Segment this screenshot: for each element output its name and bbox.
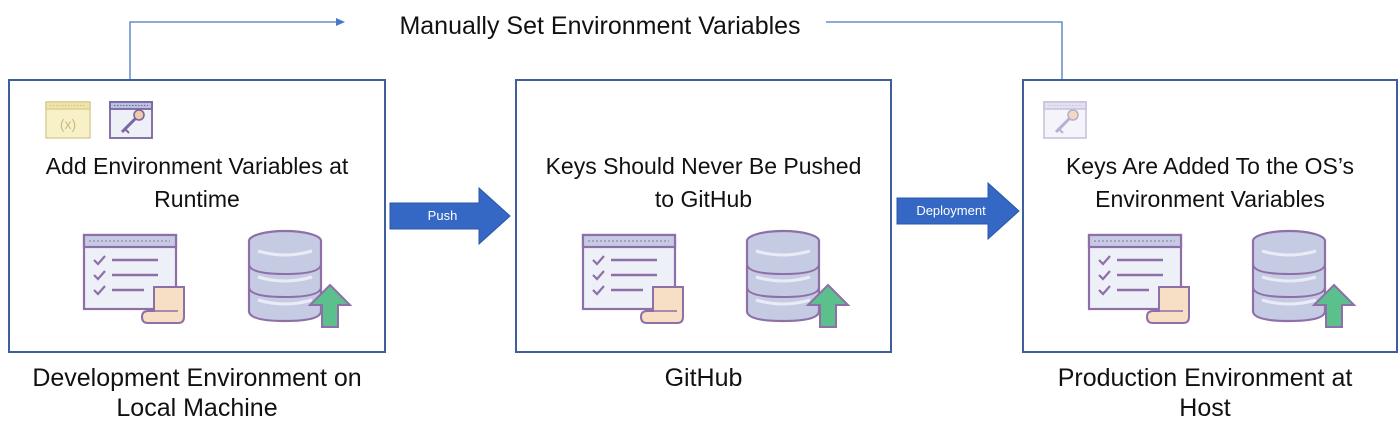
- panel-text-line-2: Environment Variables: [1095, 186, 1325, 212]
- panel-development: (x) Add Environment Variables at Runtime: [8, 79, 386, 353]
- panel-text-line-2: Runtime: [154, 186, 240, 212]
- push-arrow: [389, 187, 511, 245]
- panel-text-line-1: Keys Should Never Be Pushed: [545, 153, 862, 179]
- panel-text-line-1: Keys Are Added To the OS’s: [1065, 153, 1355, 179]
- caption-development-line-2: Local Machine: [116, 394, 278, 422]
- caption-development-line-1: Development Environment on: [32, 364, 362, 392]
- deployment-label: Deployment: [916, 203, 986, 218]
- database-upload-icon: [247, 229, 353, 328]
- variable-window-icon: (x): [45, 101, 91, 139]
- panel-text-line-1: Add Environment Variables at: [45, 153, 349, 179]
- push-label: Push: [427, 208, 458, 223]
- panel-github: Keys Should Never Be Pushed to GitHub: [515, 79, 892, 353]
- database-upload-icon: [1251, 229, 1357, 328]
- caption-production-line-1: Production Environment at: [1057, 364, 1353, 392]
- checklist-document-icon: [1087, 233, 1190, 324]
- svg-text:(x): (x): [60, 116, 76, 132]
- deployment-arrow: [896, 182, 1020, 240]
- caption-production-line-2: Host: [1179, 394, 1231, 422]
- panel-production: Keys Are Added To the OS’s Environment V…: [1022, 79, 1398, 353]
- database-upload-icon: [745, 229, 851, 328]
- key-window-icon: [1043, 101, 1087, 139]
- key-window-icon: [109, 101, 153, 139]
- page-title: Manually Set Environment Variables: [399, 12, 801, 40]
- panel-text-line-2: to GitHub: [654, 186, 753, 212]
- checklist-document-icon: [82, 233, 185, 324]
- caption-github: GitHub: [664, 364, 743, 392]
- checklist-document-icon: [581, 233, 684, 324]
